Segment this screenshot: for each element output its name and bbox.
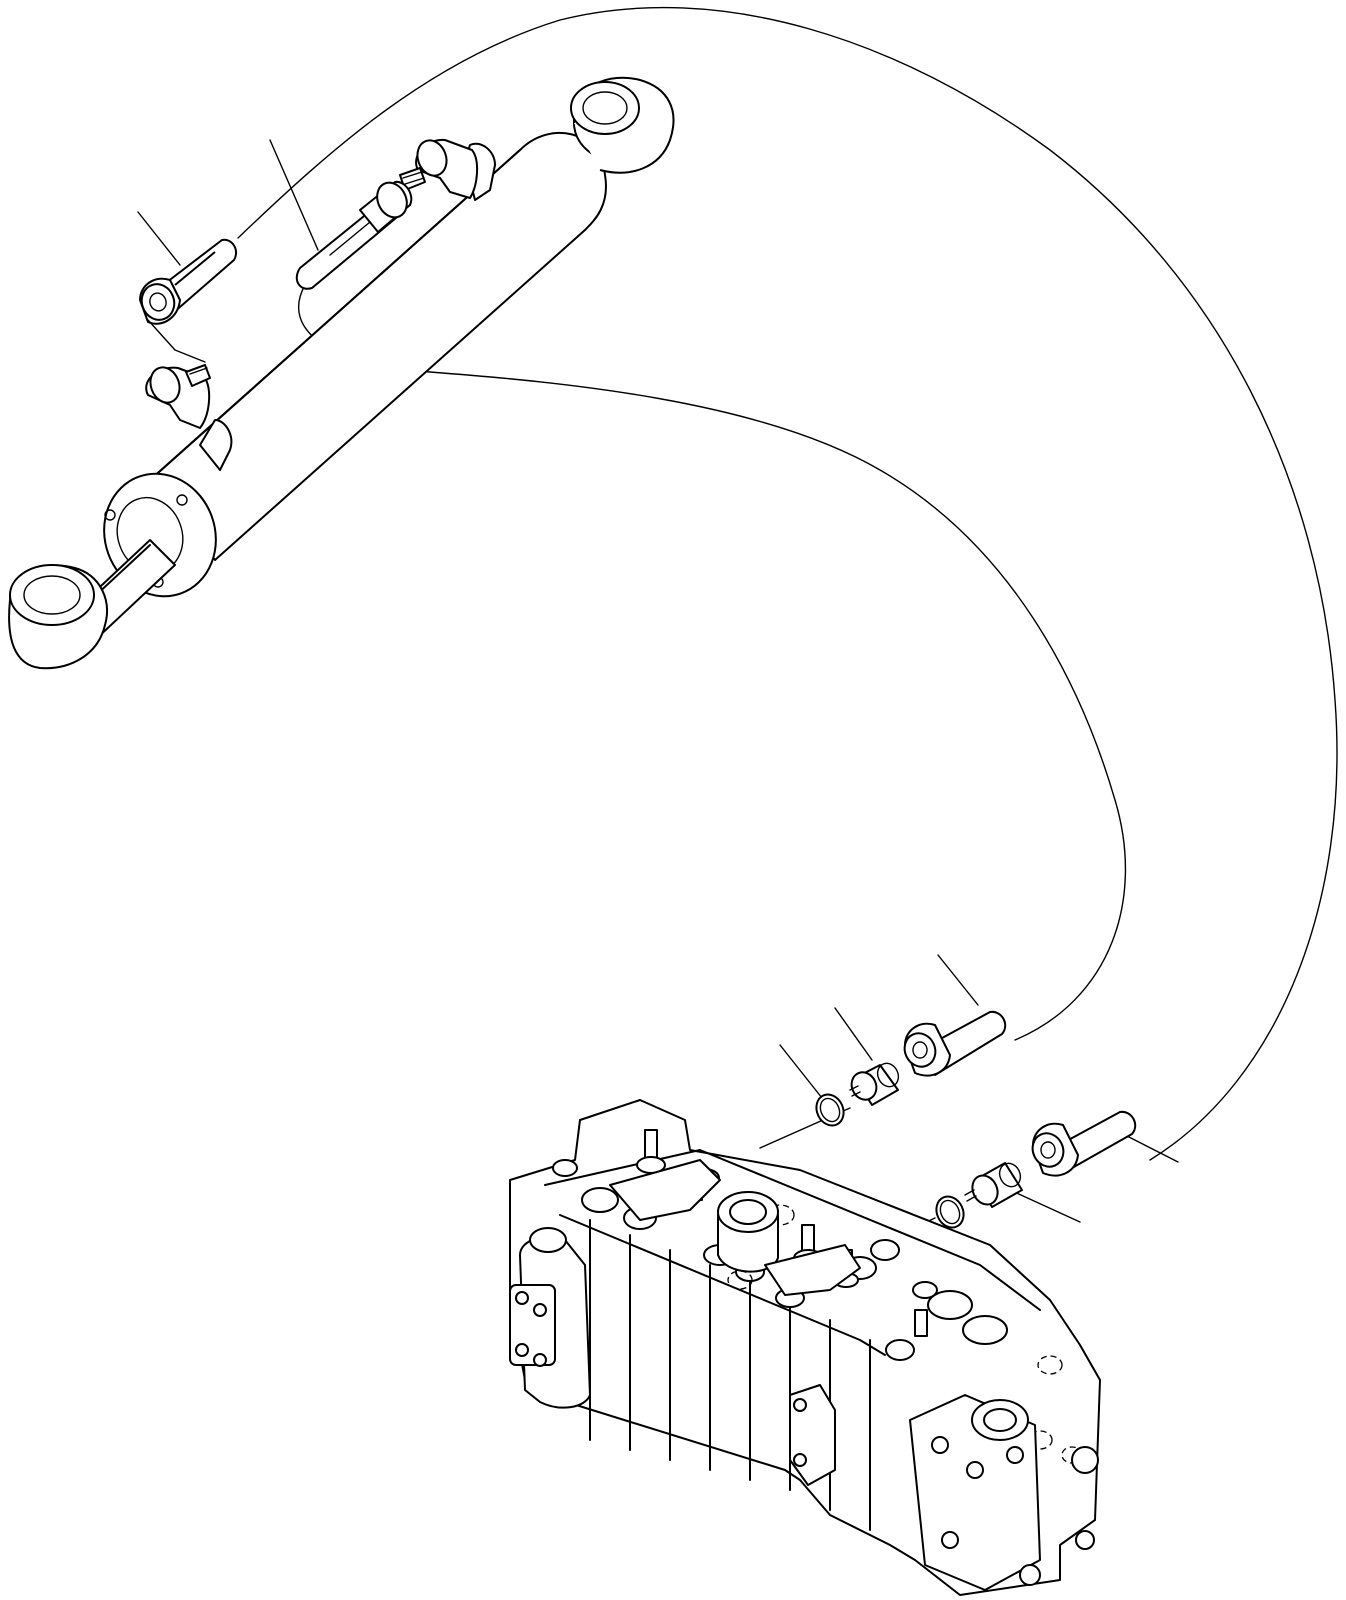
hose-fitting-a bbox=[903, 1010, 1007, 1077]
callout-leader-3 bbox=[937, 954, 979, 1006]
valve-center-boss bbox=[717, 1191, 779, 1273]
callout-leader-4 bbox=[834, 1007, 873, 1061]
callout-leader-1 bbox=[137, 211, 181, 266]
o-ring-b bbox=[935, 1195, 965, 1229]
adapter-a bbox=[849, 1062, 900, 1106]
hose-outer bbox=[237, 6, 1338, 1161]
rear-eye bbox=[570, 76, 675, 174]
elbow-upper bbox=[399, 138, 478, 199]
right-end-cover bbox=[885, 1281, 1099, 1591]
hose-fitting-top-center bbox=[295, 180, 413, 290]
callout-leader-2 bbox=[269, 139, 319, 251]
elbow-lower bbox=[145, 364, 211, 429]
hydraulic-cylinder bbox=[8, 76, 675, 670]
rod-eye bbox=[8, 564, 108, 670]
hose-fitting-top-left bbox=[139, 238, 238, 363]
callout-leader-7 bbox=[1009, 1189, 1081, 1223]
callout-leader-6 bbox=[1124, 1134, 1179, 1163]
callout-leaders bbox=[137, 139, 1179, 1266]
o-ring-a bbox=[815, 1093, 845, 1127]
callout-leader-5 bbox=[779, 1044, 823, 1099]
adapter-b bbox=[964, 1162, 1023, 1208]
hose-fitting-b bbox=[1031, 1110, 1137, 1177]
control-valve bbox=[509, 1099, 1101, 1596]
hose-inner bbox=[298, 284, 1127, 1041]
